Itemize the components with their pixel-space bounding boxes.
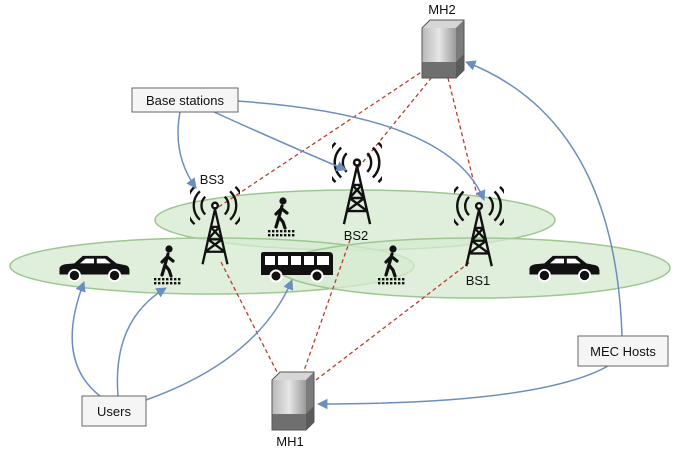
mh2-label: MH2 [428,2,455,17]
bs2-label: BS2 [344,228,369,243]
arrow-base-stations-to-bs3 [177,111,197,189]
mh1-label: MH1 [276,434,303,449]
arrow-users-to-pedestrian [116,287,167,397]
arrow-mec-hosts-to-mh1 [316,365,609,410]
users-box: Users [81,395,147,427]
link-mh2-bs3 [213,64,433,211]
coverage-areas [9,189,671,299]
mec-hosts-label: MEC Hosts [590,344,656,359]
link-mh1-bs1 [315,261,471,381]
arrow-base-stations-to-bs2 [213,111,347,172]
base-stations-box: Base stations [131,87,239,113]
arrow-base-stations-to-bs1 [235,100,486,201]
base-stations-label: Base stations [146,93,225,108]
bs1-label: BS1 [466,273,491,288]
bs3-label: BS3 [200,172,225,187]
mec-hosts-box: MEC Hosts [577,335,669,367]
link-mh1-bs3 [219,259,281,379]
backhaul-links [213,64,478,383]
link-mh2-bs1 [447,77,478,196]
link-mh2-bs2 [357,71,437,169]
arrow-users-to-car [71,281,101,397]
arrow-mec-hosts-to-mh2 [465,60,623,337]
association-arrows [71,60,623,410]
server-icon [271,371,315,431]
arrow-users-to-bus [145,279,294,401]
server-icon [421,19,465,79]
users-label: Users [97,404,131,419]
